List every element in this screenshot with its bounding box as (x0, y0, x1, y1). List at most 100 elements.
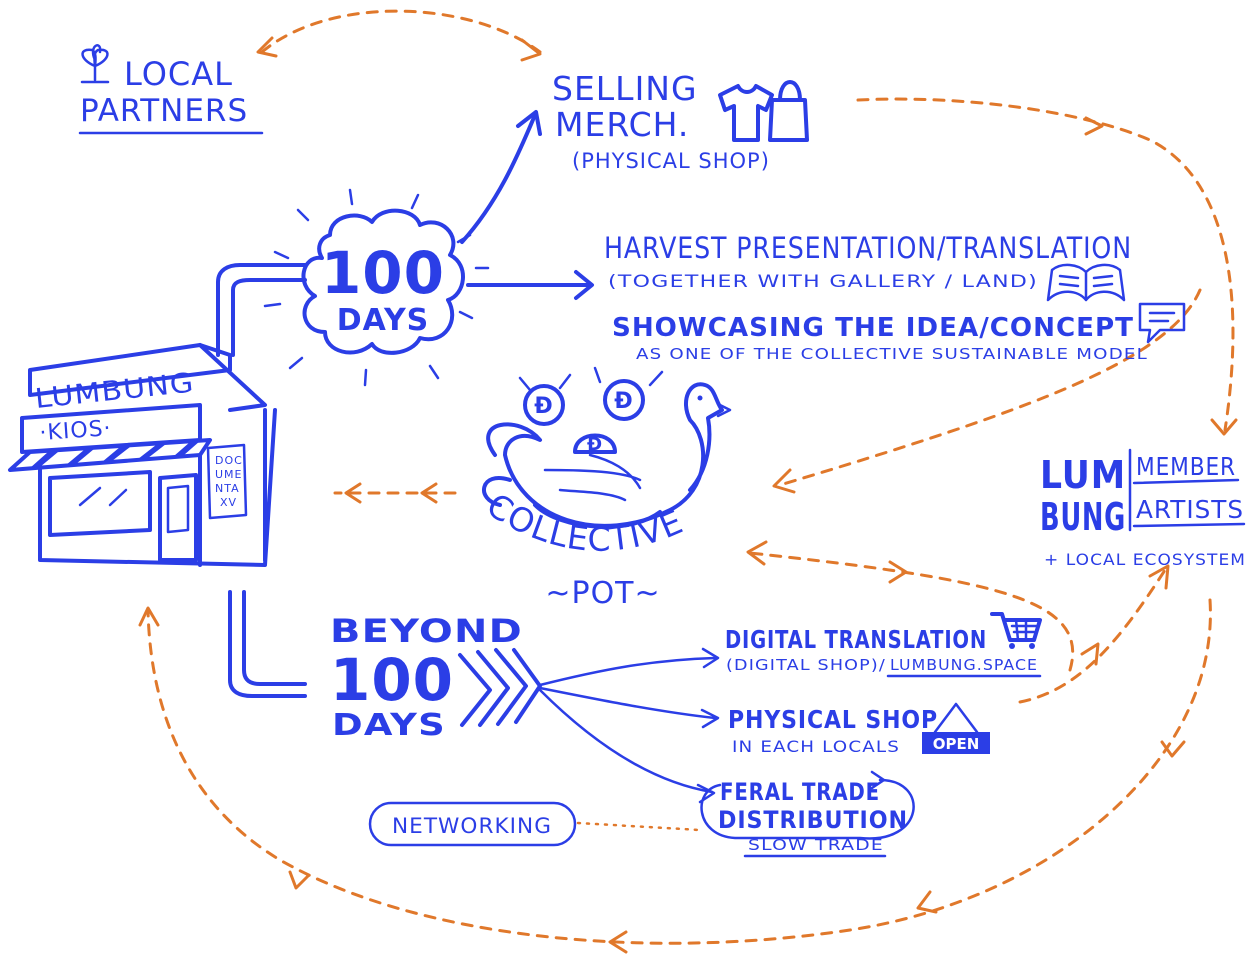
arrow-to-feral (538, 688, 714, 794)
arrowhead (1080, 642, 1100, 666)
window-glare (78, 486, 128, 507)
arrowhead (772, 468, 796, 494)
beyond-days-label: DAYS (332, 708, 446, 743)
poster-line: DOC (215, 454, 243, 467)
digital-title: DIGITAL TRANSLATION (725, 625, 987, 654)
flow-harvest-pot (778, 288, 1202, 487)
poster-line: UME (215, 468, 243, 481)
poster-line: XV (220, 496, 237, 509)
digital-sub: (DIGITAL SHOP)/ (726, 656, 886, 674)
burst-lines (263, 188, 490, 387)
shop-window (48, 470, 152, 537)
coin-icon: Đ (603, 379, 645, 421)
arrow-to-merch (460, 113, 537, 244)
lumbung-kios-building: LUMBUNG ·KIOS· DOC UME NTA XV (8, 343, 277, 567)
hundred-number: 100 (321, 239, 445, 307)
networking-pill (368, 801, 577, 847)
documenta-poster (206, 443, 248, 520)
arrowhead (344, 482, 362, 504)
arrowhead (1084, 116, 1104, 136)
lum-word: LUM (1040, 453, 1126, 497)
member-label: MEMBER (1136, 452, 1236, 481)
flow-shop-members (1018, 568, 1167, 704)
open-sign-text: OPEN (933, 735, 980, 753)
flow-networking-feral (576, 821, 702, 832)
partners-label: PARTNERS (80, 93, 248, 129)
arrowhead (746, 540, 768, 566)
artists-underline (1132, 522, 1246, 528)
digital-group: DIGITAL TRANSLATION (DIGITAL SHOP)/ LUMB… (725, 612, 1042, 678)
arrowhead (256, 36, 278, 58)
beyond-number: 100 (330, 646, 454, 714)
collective-pot-group: Đ Đ Đ COLLECTIVE ~POT~ (480, 366, 732, 611)
kiosk-to-beyond-connector-2 (242, 590, 307, 686)
slow-trade-label: SLOW TRADE (748, 836, 884, 854)
selling-label: SELLING (552, 69, 698, 108)
shop-front (38, 408, 277, 567)
networking-label: NETWORKING (392, 814, 552, 838)
ecosystem-label: + LOCAL ECOSYSTEM (1044, 550, 1246, 569)
physical-shop-title: PHYSICAL SHOP (728, 705, 938, 734)
coin-icon: Đ (523, 384, 565, 426)
shop-door (158, 473, 198, 562)
flow-partners-merch (260, 9, 542, 54)
physical-shop-group: PHYSICAL SHOP IN EACH LOCALS OPEN (728, 702, 990, 756)
arrowhead (1160, 740, 1186, 758)
coin-symbol: Đ (587, 434, 603, 455)
coin-icon: Đ (573, 433, 617, 455)
showcasing-sub: AS ONE OF THE COLLECTIVE SUSTAINABLE MOD… (636, 345, 1148, 363)
member-underline (1132, 478, 1240, 485)
orange-flow-arrows (138, 9, 1238, 954)
arrowhead (520, 38, 542, 62)
feral-trade-group: FERAL TRADE DISTRIBUTION SLOW TRADE (700, 770, 915, 858)
arrowhead (138, 606, 160, 627)
open-sign-icon: OPEN (922, 702, 990, 754)
feral-trade-label: FERAL TRADE (720, 778, 880, 806)
shop-edges (198, 408, 267, 567)
kiosk-to-100days-connector-2 (231, 278, 307, 357)
arrowhead (420, 482, 438, 504)
local-label: LOCAL (124, 55, 233, 93)
chevron-arrows-icon (458, 648, 542, 727)
collective-text: COLLECTIVE (480, 485, 688, 559)
networking-group: NETWORKING (368, 801, 577, 847)
kiosk-to-100days-connector (216, 263, 307, 357)
hundred-days-cloud: 100 DAYS (263, 188, 490, 387)
merch-label: MERCH. (555, 105, 689, 144)
collective-label: COLLECTIVE (480, 485, 689, 559)
arrowhead (608, 930, 628, 954)
beyond-label: BEYOND (330, 612, 523, 650)
roof-side (198, 343, 267, 412)
blue-connectors (216, 110, 720, 804)
arrow-to-digital (538, 656, 717, 687)
open-book-icon (1046, 263, 1126, 302)
selling-merch-group: SELLING MERCH. (PHYSICAL SHOP) (552, 69, 809, 173)
in-each-locals-label: IN EACH LOCALS (732, 737, 900, 756)
cloud-outline (301, 208, 465, 355)
artists-label: ARTISTS (1136, 495, 1244, 524)
speech-bubble-icon (1138, 302, 1186, 344)
striped-awning (8, 438, 212, 472)
arrowhead (1148, 564, 1170, 590)
lumbung-space-link[interactable]: LUMBUNG.SPACE (890, 656, 1038, 674)
bung-word: BUNG (1040, 495, 1126, 539)
arrowhead (1210, 418, 1238, 436)
showcasing-title: SHOWCASING THE IDEA/CONCEPT (612, 313, 1134, 343)
door-glass (166, 484, 190, 534)
hen-icon (482, 366, 732, 529)
arrowhead (888, 560, 908, 584)
poster-line: NTA (215, 482, 240, 495)
kios-sign: ·KIOS· (39, 416, 113, 446)
lumbung-members-group: LUM BUNG MEMBER ARTISTS + LOCAL ECOSYSTE… (1040, 448, 1246, 569)
showcasing-group: SHOWCASING THE IDEA/CONCEPT AS ONE OF TH… (612, 302, 1186, 363)
feral-swirl (700, 778, 915, 840)
local-partners-group: LOCAL PARTNERS (78, 44, 264, 135)
roof (28, 343, 232, 397)
arrowhead (916, 890, 938, 914)
arrowhead (696, 783, 716, 804)
harvest-sub: (TOGETHER WITH GALLERY / LAND) (608, 272, 1038, 292)
shopping-cart-icon (990, 612, 1042, 649)
arrowhead (870, 770, 886, 790)
sprout-icon (80, 44, 110, 84)
